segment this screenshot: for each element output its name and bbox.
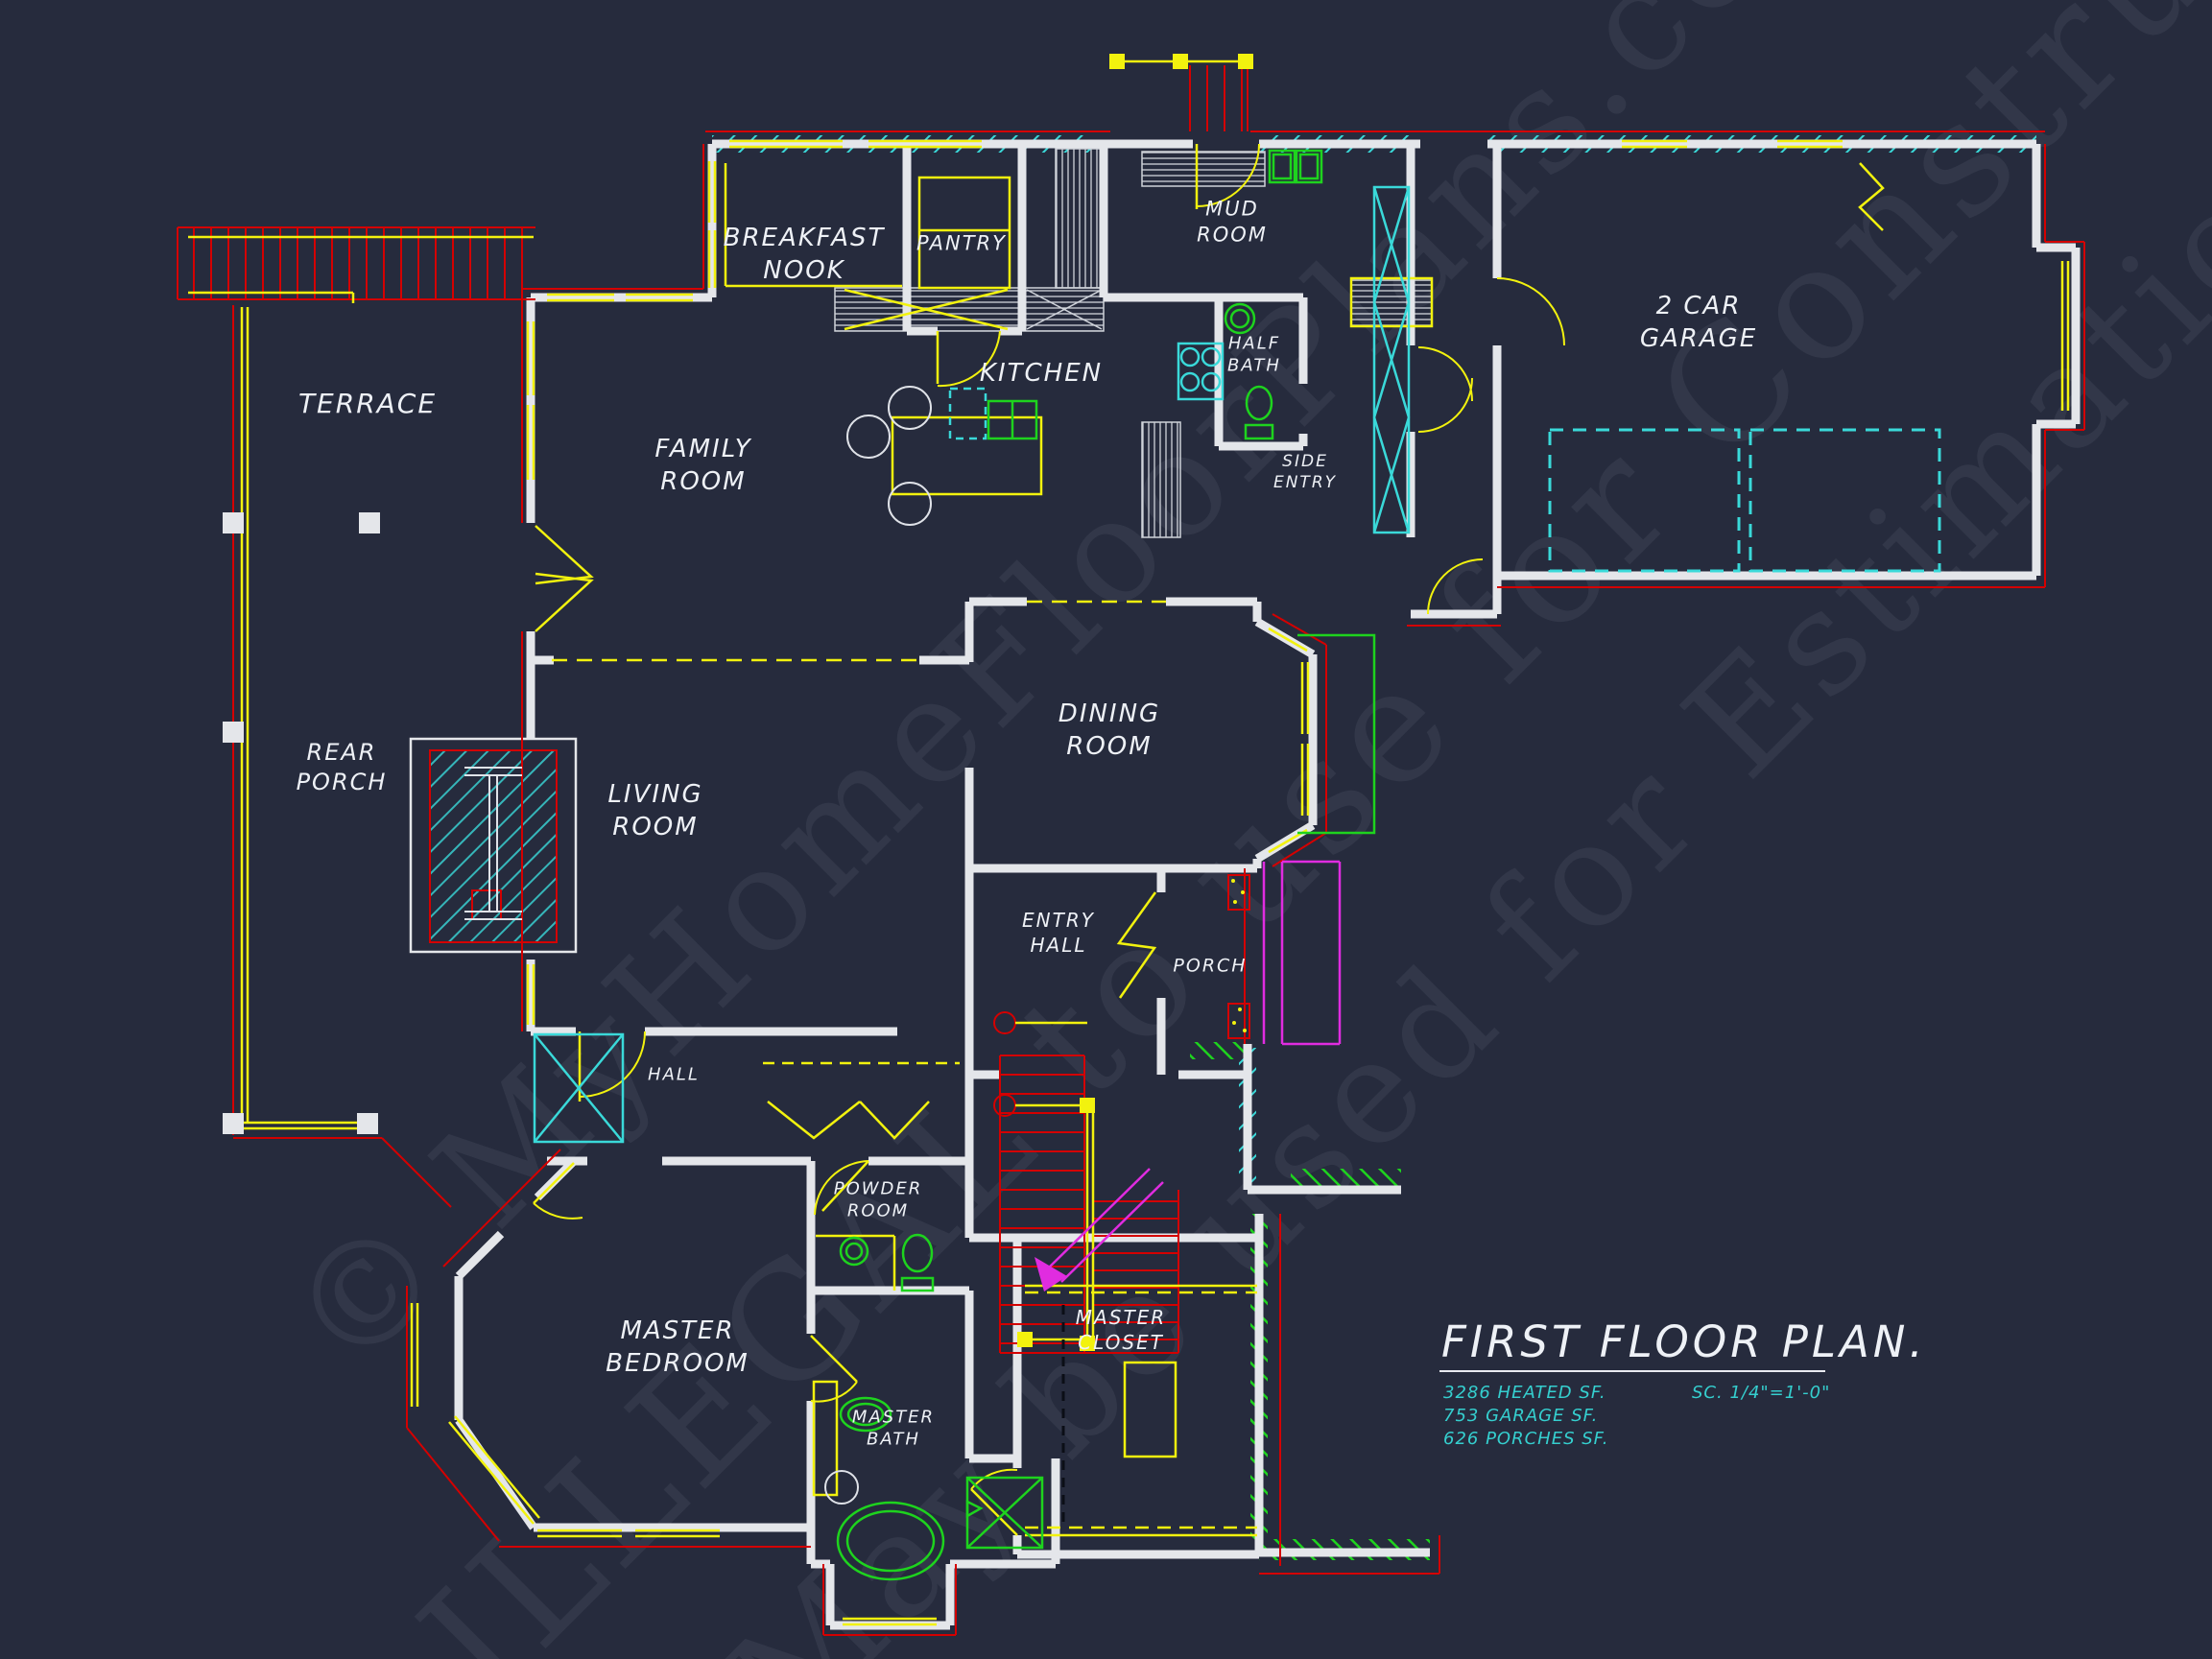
room-label-mud-room: MUD ROOM — [1197, 197, 1268, 247]
plan-title: FIRST FLOOR PLAN. — [1441, 1316, 1927, 1367]
yellow-linework-layer — [188, 54, 2070, 1626]
room-label-master-bedroom: MASTER BEDROOM — [606, 1316, 749, 1378]
green-fixtures-layer — [836, 149, 1376, 1581]
room-label-dining-room: DINING ROOM — [1058, 699, 1161, 761]
stat-porches-sf: 626 PORCHES SF. — [1443, 1429, 1609, 1449]
title-underline — [1439, 1370, 1825, 1372]
room-label-porch: PORCH — [1173, 955, 1248, 977]
walls-layer — [409, 139, 2081, 1630]
room-label-terrace: TERRACE — [297, 387, 438, 419]
room-label-hall: HALL — [648, 1064, 700, 1085]
room-label-side-entry: SIDE ENTRY — [1272, 451, 1338, 492]
room-label-master-bath: MASTER BATH — [851, 1407, 936, 1450]
room-label-rear-porch: REAR PORCH — [296, 738, 388, 795]
counter-layer — [834, 148, 1433, 538]
room-label-master-closet: MASTER CLOSET — [1075, 1306, 1167, 1354]
white-detail-layer — [223, 386, 1065, 1524]
plan-scale: SC. 1/4"=1'-0" — [1692, 1383, 1831, 1403]
stat-heated-sf: 3286 HEATED SF. — [1443, 1383, 1606, 1403]
room-label-half-bath: HALF BATH — [1227, 333, 1281, 376]
room-label-living-room: LIVING ROOM — [607, 780, 703, 841]
room-label-pantry: PANTRY — [916, 231, 1007, 255]
stat-garage-sf: 753 GARAGE SF. — [1443, 1406, 1599, 1426]
room-label-family-room: FAMILY ROOM — [654, 435, 752, 496]
railing-posts — [1017, 54, 1253, 1351]
room-label-kitchen: KITCHEN — [979, 359, 1104, 389]
room-label-powder-room: POWDER ROOM — [833, 1178, 923, 1221]
cyan-objects-layer — [533, 185, 1941, 1144]
room-label-breakfast-nook: BREAKFAST NOOK — [723, 224, 886, 285]
magenta-layer — [1035, 860, 1342, 1292]
room-label-entry-hall: ENTRY HALL — [1022, 909, 1095, 957]
room-label-garage: 2 CAR GARAGE — [1639, 292, 1758, 353]
